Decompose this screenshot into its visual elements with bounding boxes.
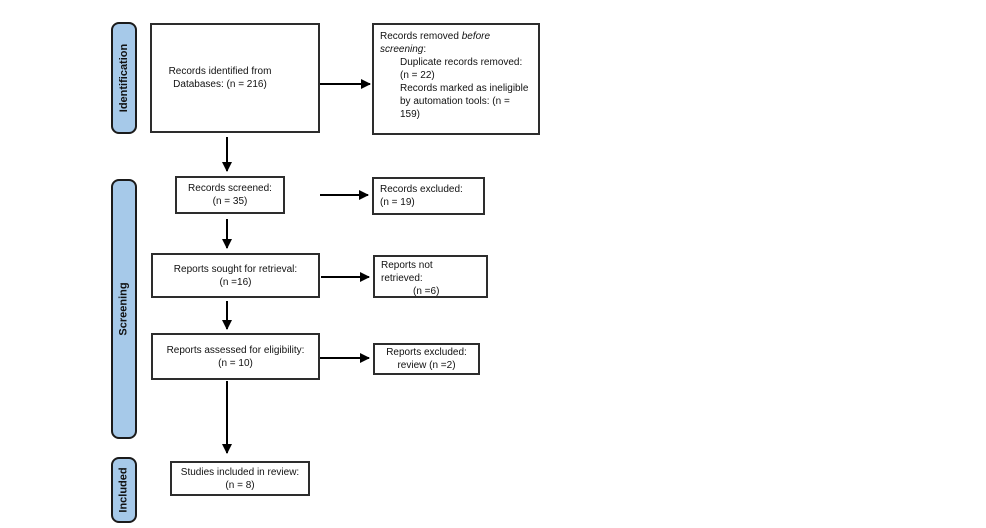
records-removed-italic-screening: screening [380, 44, 424, 55]
records-removed-prefix: Records removed [380, 31, 462, 42]
box-studies-included: Studies included in review: (n = 8) [170, 461, 310, 496]
records-excluded-line-2: (n = 19) [380, 197, 415, 208]
box-studies-included-text: Studies included in review: (n = 8) [181, 466, 299, 492]
box-reports-sought-text: Reports sought for retrieval: (n =16) [174, 263, 297, 289]
records-screened-line-2: (n = 35) [212, 196, 248, 207]
box-reports-excluded: Reports excluded: review (n =2) [373, 343, 480, 375]
reports-not-retrieved-line-1: Reports not [381, 260, 433, 271]
records-removed-item-line: Records marked as ineligible [400, 83, 529, 94]
box-reports-sought: Reports sought for retrieval: (n =16) [151, 253, 320, 298]
box-reports-not-retrieved: Reports not retrieved: (n =6) [373, 255, 488, 298]
reports-not-retrieved-line-2: retrieved: [381, 273, 423, 284]
records-removed-item-line: 159) [400, 109, 421, 120]
studies-included-line-2: (n = 8) [225, 479, 255, 491]
reports-assessed-line-1: Reports assessed for eligibility: [166, 344, 305, 356]
records-removed-items: Duplicate records removed: (n = 22) Reco… [400, 56, 532, 121]
records-screened-line-1: Records screened: [188, 183, 272, 194]
records-removed-suffix: : [423, 44, 427, 55]
box-reports-assessed: Reports assessed for eligibility: (n = 1… [151, 333, 320, 380]
records-removed-line-1: Records removed before [380, 30, 532, 43]
box-records-identified: Records identified from Databases: (n = … [150, 23, 320, 133]
studies-included-line-1: Studies included in review: [180, 466, 300, 478]
box-records-identified-text: Records identified from Databases: (n = … [169, 65, 272, 91]
reports-assessed-line-2: (n = 10) [218, 357, 253, 369]
records-removed-italic-before: before [461, 31, 491, 42]
stage-label-included-text: Included [118, 467, 131, 513]
reports-sought-line-2: (n =16) [219, 276, 252, 288]
stage-label-identification-text: Identification [118, 43, 131, 113]
box-records-removed: Records removed before screening: Duplic… [372, 23, 540, 135]
reports-not-retrieved-line-3: (n =6) [413, 286, 440, 297]
stage-label-screening: Screening [111, 179, 137, 439]
stage-label-included: Included [111, 457, 137, 523]
reports-sought-line-1: Reports sought for retrieval: [173, 263, 298, 275]
reports-excluded-line-1: Reports excluded: [386, 347, 467, 358]
box-reports-excluded-text: Reports excluded: review (n =2) [386, 346, 467, 372]
records-removed-item-line: by automation tools: (n = [400, 96, 510, 107]
records-excluded-line-1: Records excluded: [380, 184, 463, 195]
stage-label-screening-text: Screening [118, 282, 130, 336]
records-identified-line-1: Records identified from [168, 66, 272, 77]
records-identified-line-2: Databases: (n = 216) [173, 79, 267, 90]
records-removed-item-line: Duplicate records removed: [400, 57, 523, 68]
box-reports-assessed-text: Reports assessed for eligibility: (n = 1… [167, 344, 305, 370]
stage-label-identification: Identification [111, 22, 137, 134]
records-removed-item-line: (n = 22) [400, 70, 435, 81]
box-records-excluded: Records excluded: (n = 19) [372, 177, 485, 215]
box-records-screened-text: Records screened: (n = 35) [188, 182, 272, 208]
records-removed-line-2: screening: [380, 43, 532, 56]
box-records-screened: Records screened: (n = 35) [175, 176, 285, 214]
reports-excluded-line-2: review (n =2) [397, 360, 456, 371]
